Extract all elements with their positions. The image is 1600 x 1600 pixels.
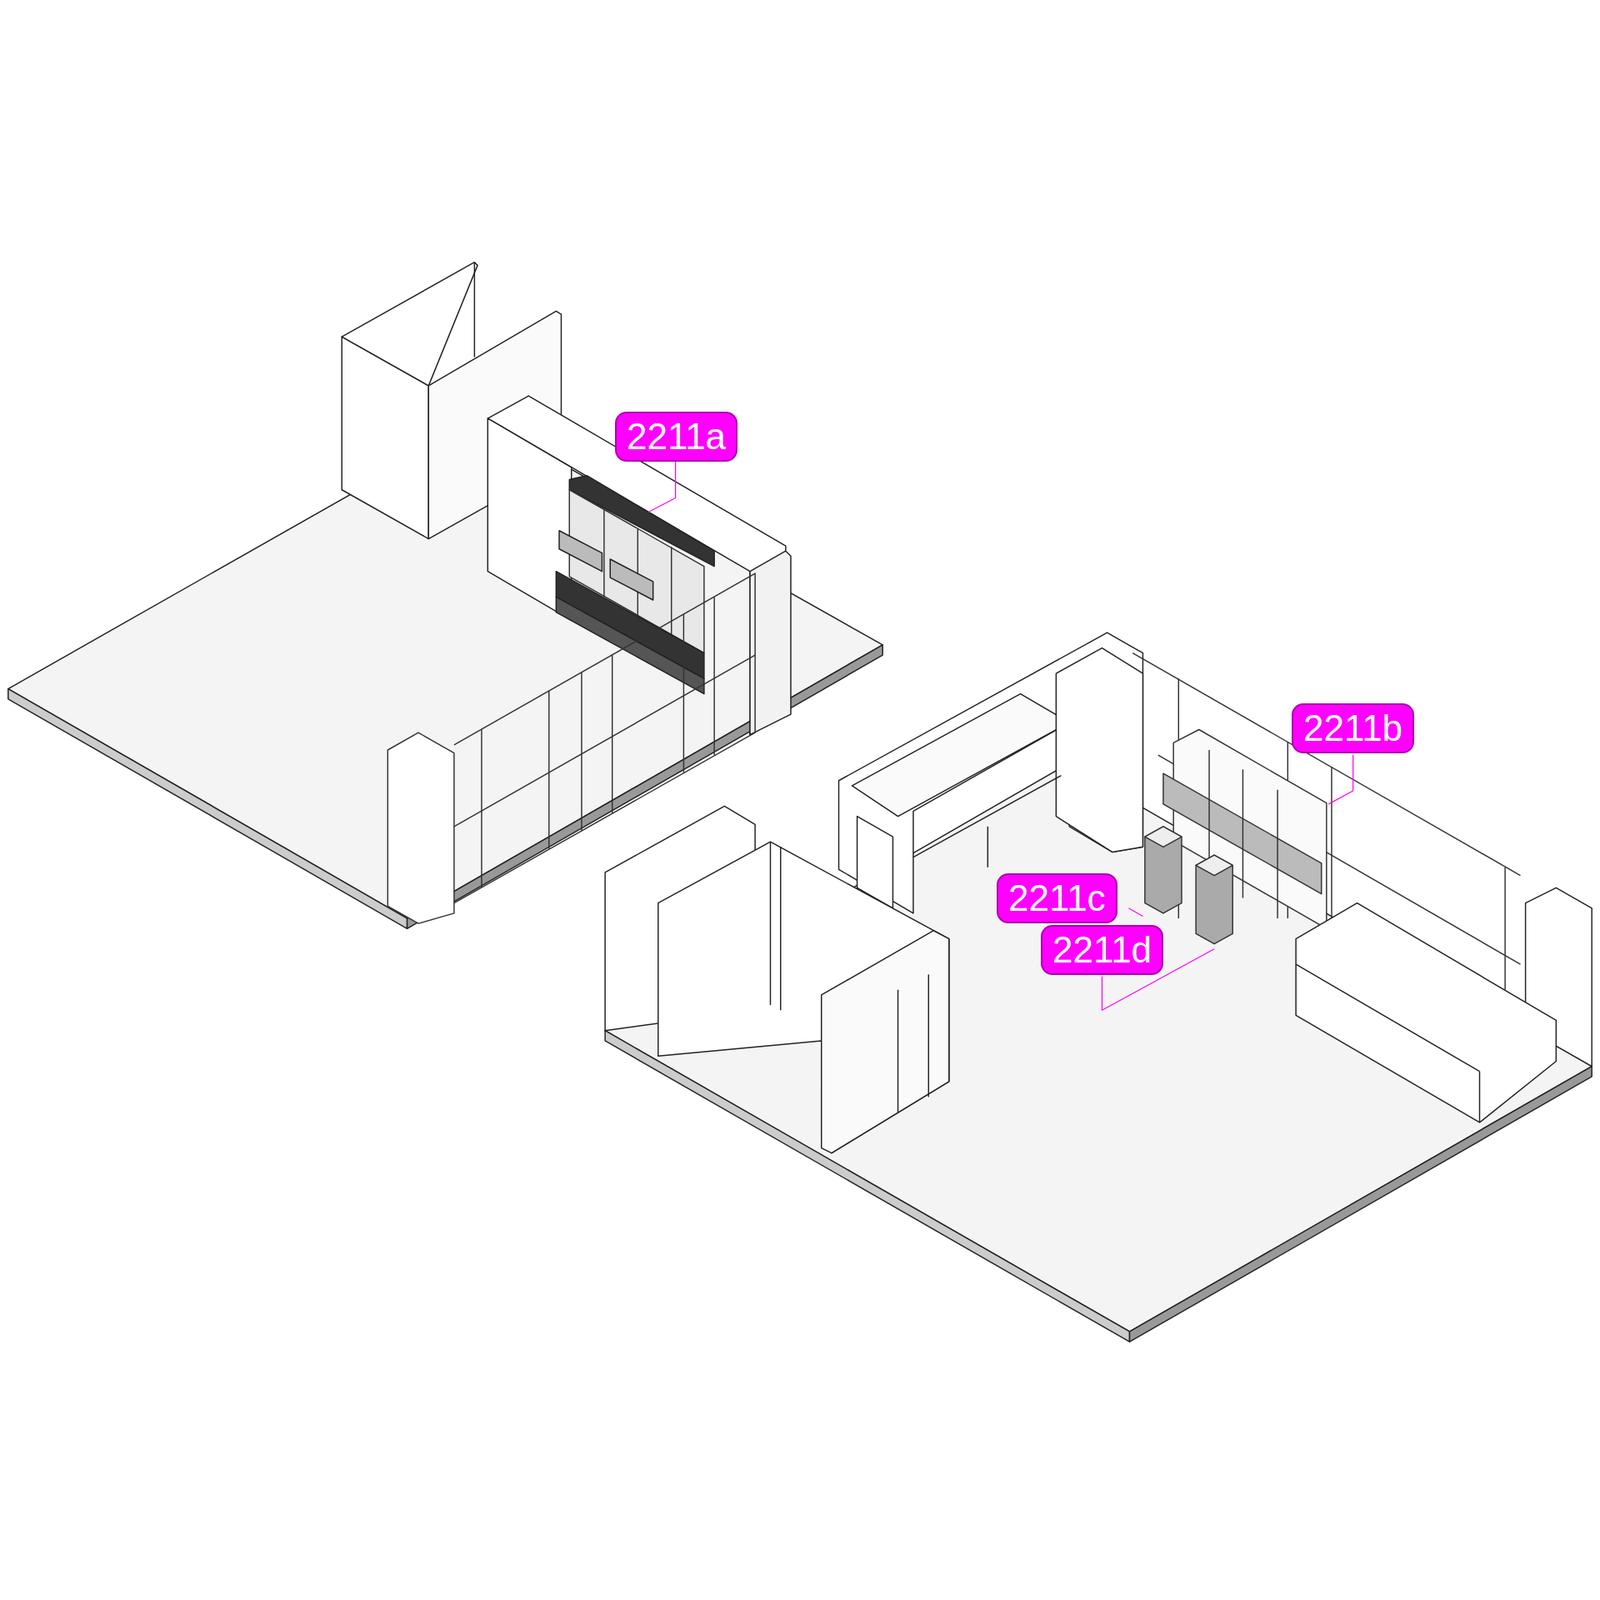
callout-number: 2211b [1291, 703, 1415, 754]
callout-number: 2211d [1040, 925, 1164, 975]
callout-number: 2211c [996, 873, 1118, 924]
callout-number: 2211a [615, 411, 738, 462]
